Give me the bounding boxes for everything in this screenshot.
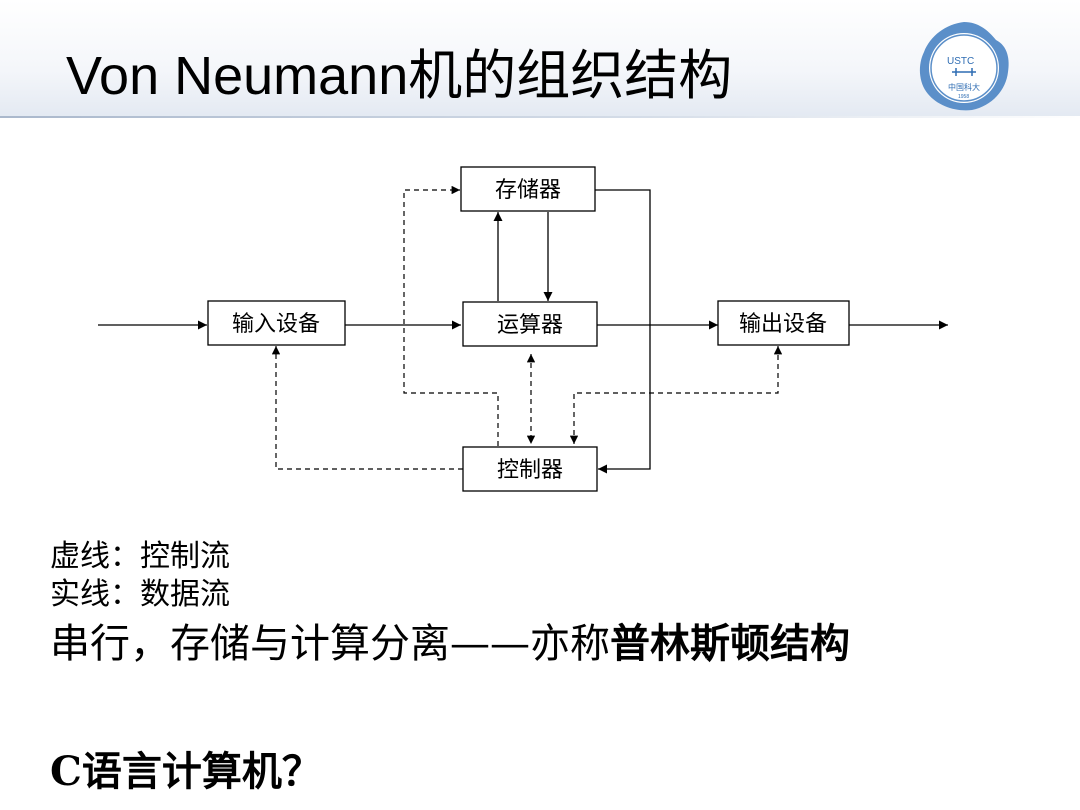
logo-subtext: 中国科大 xyxy=(948,82,980,92)
box-input-label: 输入设备 xyxy=(232,312,320,337)
box-memory: 存储器 xyxy=(460,166,596,212)
box-controller: 控制器 xyxy=(462,446,598,492)
logo-year: 1958 xyxy=(958,94,969,100)
controller-to-input-dashed xyxy=(271,346,463,470)
question-text: C语言计算机？ xyxy=(50,748,322,795)
slide-title: Von Neumann机的组织结构 xyxy=(66,46,733,106)
box-controller-label: 控制器 xyxy=(497,458,563,483)
controller-to-memory-dashed xyxy=(403,185,499,446)
note-prefix: 串行，存储与计算分离——亦称 xyxy=(50,621,610,667)
box-output: 输出设备 xyxy=(717,300,850,346)
slide-header xyxy=(0,0,1080,118)
controller-to-output-dashed xyxy=(569,346,783,444)
legend-block: 虚线：控制流 实线：数据流 串行，存储与计算分离——亦称普林斯顿结构 xyxy=(50,538,850,672)
architecture-note: 串行，存储与计算分离——亦称普林斯顿结构 xyxy=(50,616,850,672)
logo-text: USTC xyxy=(947,56,974,67)
box-alu-label: 运算器 xyxy=(497,313,563,338)
memory-to-controller-arrow xyxy=(595,189,651,474)
data-flow-lines xyxy=(98,189,948,474)
box-input: 输入设备 xyxy=(207,300,346,346)
von-neumann-diagram: 存储器 输入设备 运算器 输出设备 控制器 xyxy=(98,166,948,492)
legend-dashed: 虚线：控制流 xyxy=(50,539,230,574)
box-output-label: 输出设备 xyxy=(739,312,827,337)
legend-solid: 实线：数据流 xyxy=(50,577,230,612)
ustc-logo: USTC 中国科大 1958 xyxy=(919,22,1009,111)
box-memory-label: 存储器 xyxy=(495,178,561,203)
note-emphasis: 普林斯顿结构 xyxy=(610,620,850,667)
header-divider xyxy=(0,116,1080,118)
control-flow-lines xyxy=(271,185,783,470)
box-alu: 运算器 xyxy=(462,301,598,347)
